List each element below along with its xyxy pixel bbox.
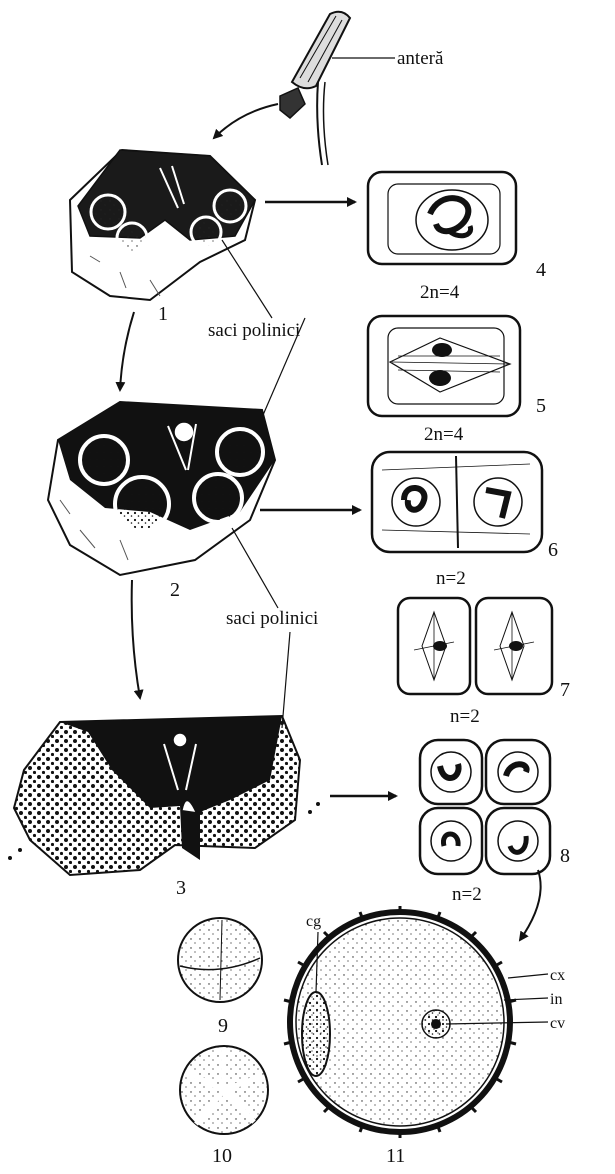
saci-polinici-leader-2a — [232, 528, 278, 608]
pollen-grain-11 — [284, 906, 516, 1138]
cell-7 — [398, 598, 552, 694]
stage-number-6: 6 — [548, 539, 558, 561]
anther-section-3 — [8, 716, 320, 875]
cg-label: cg — [306, 913, 321, 930]
stage-number-1: 1 — [158, 303, 168, 325]
stage-number-11: 11 — [386, 1145, 405, 1167]
cv-label: cv — [550, 1015, 565, 1032]
cell-5 — [368, 316, 520, 416]
pollen-grain-10 — [180, 1046, 268, 1134]
in-label: in — [550, 991, 562, 1008]
saci-polinici-label-2: saci polinici — [226, 608, 318, 629]
stage-number-2: 2 — [170, 579, 180, 601]
stage-number-5: 5 — [536, 395, 546, 417]
stage-number-8: 8 — [560, 845, 570, 867]
arrow-2-to-3 — [132, 580, 140, 698]
saci-polinici-leader-1a — [222, 240, 272, 318]
ploidy-cell-6: n=2 — [436, 568, 466, 589]
cell-6 — [372, 452, 542, 552]
cell-8-tetrad — [420, 740, 550, 874]
ploidy-cell-8: n=2 — [452, 884, 482, 905]
arrow-1-to-2 — [120, 312, 134, 390]
stage-number-4: 4 — [536, 259, 546, 281]
antera-label: anteră — [397, 48, 444, 69]
ploidy-cell-7: n=2 — [450, 706, 480, 727]
stamen-illustration — [280, 12, 350, 165]
anther-section-2 — [48, 402, 275, 575]
pollen-grain-9 — [178, 918, 262, 1002]
stage-number-7: 7 — [560, 679, 570, 701]
saci-polinici-label-1: saci polinici — [208, 320, 300, 341]
ploidy-cell-5: 2n=4 — [424, 424, 464, 445]
stage-number-3: 3 — [176, 877, 186, 899]
saci-polinici-leader-2b — [282, 632, 290, 728]
anther-section-1 — [70, 150, 255, 300]
arrow-stamen-to-anther — [214, 104, 278, 138]
cx-label: cx — [550, 967, 565, 984]
stage-number-9: 9 — [218, 1015, 228, 1037]
ploidy-cell-4: 2n=4 — [420, 282, 460, 303]
cell-4 — [368, 172, 516, 264]
stage-number-10: 10 — [212, 1145, 232, 1167]
cx-leader-line — [508, 974, 548, 978]
arrow-8-to-11 — [520, 870, 541, 940]
